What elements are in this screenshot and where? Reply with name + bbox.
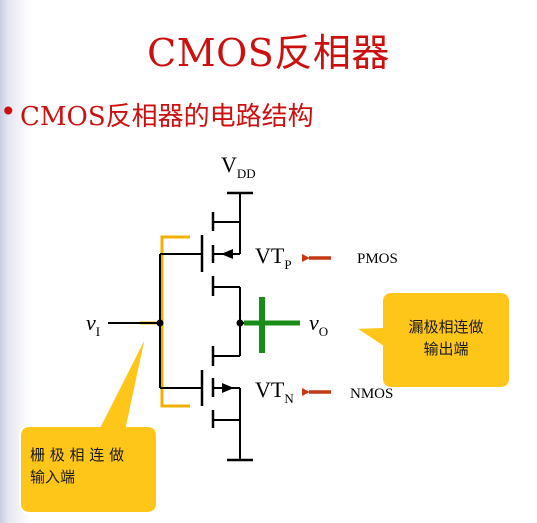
input-node-dot <box>156 319 164 327</box>
gate-highlight-path <box>160 235 190 408</box>
bullet-text: CMOS反相器的电路结构 <box>20 102 314 132</box>
bullet-marker: • <box>0 95 17 128</box>
slide-title: CMOS反相器 <box>147 31 390 75</box>
nmos-transistor <box>200 346 241 428</box>
vo-label: vO <box>309 310 328 339</box>
vtn-label: VTN <box>255 377 294 406</box>
output-callout-bubble <box>351 291 511 389</box>
output-callout-line-2: 输出端 <box>423 340 469 358</box>
pmos-label: PMOS <box>357 251 398 267</box>
input-callout-line-1: 栅 极 相 连 做 <box>30 446 125 464</box>
input-callout-bubble <box>19 332 158 514</box>
vtp-label: VTP <box>255 243 292 272</box>
output-callout-text: 漏极相连做 输出端 <box>384 316 508 360</box>
pmos-transistor <box>200 212 241 296</box>
input-callout-line-2: 输入端 <box>30 468 76 486</box>
vi-label: vI <box>86 310 100 339</box>
input-callout-text: 栅 极 相 连 做 输入端 <box>30 444 155 488</box>
nmos-label: NMOS <box>350 386 393 402</box>
vdd-label: VDD <box>221 152 256 181</box>
output-callout-line-1: 漏极相连做 <box>408 318 484 336</box>
